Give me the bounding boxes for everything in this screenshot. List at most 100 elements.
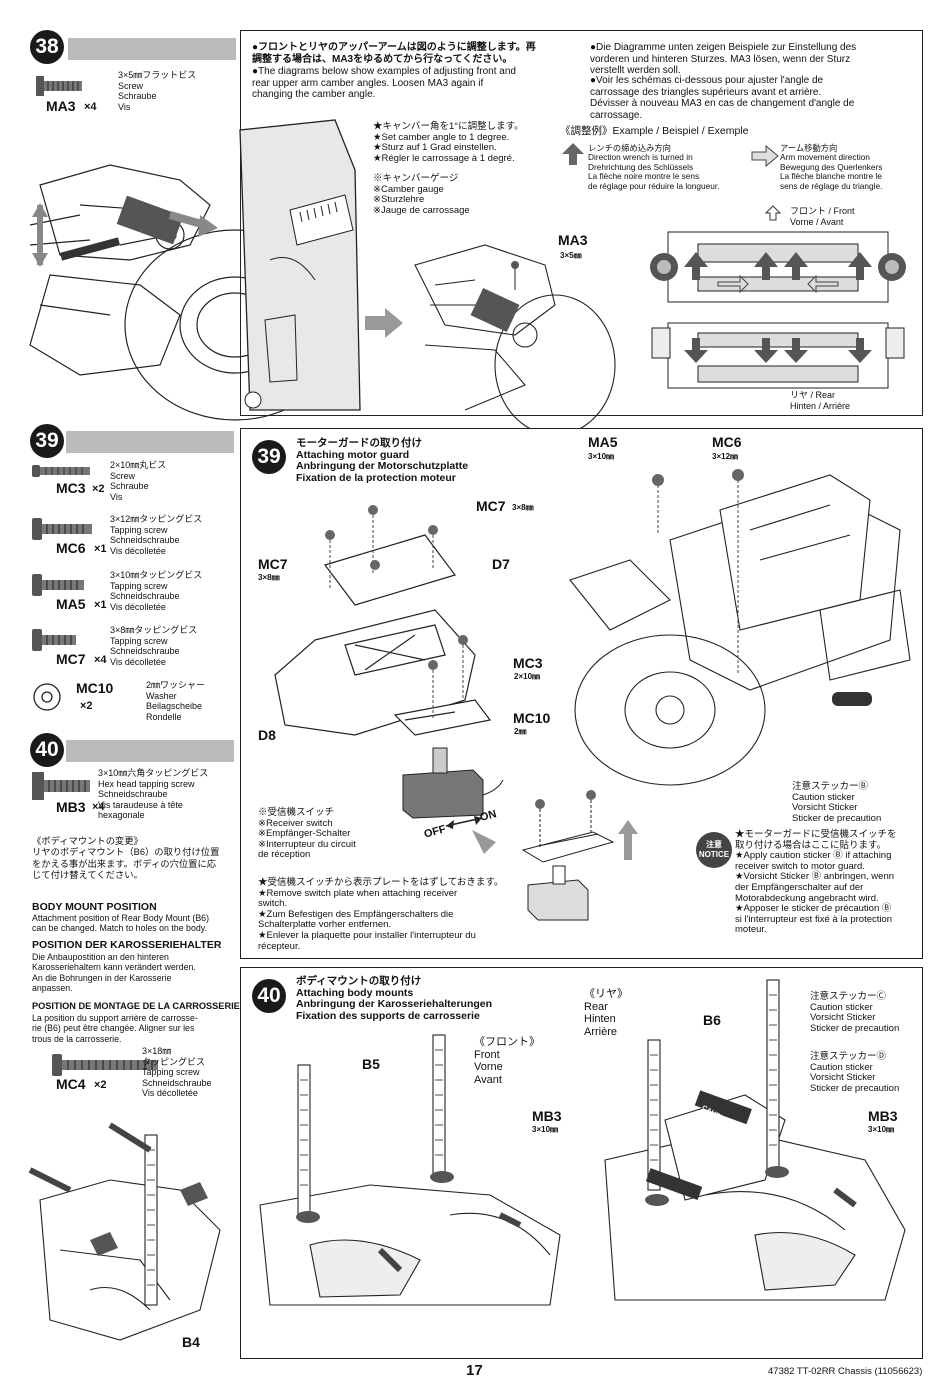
mc3-callout-size: 2×10㎜ bbox=[514, 672, 541, 681]
mc7-callout-a: MC7 bbox=[476, 498, 506, 514]
b4-callout: B4 bbox=[182, 1334, 200, 1350]
step-39-header-bar bbox=[66, 431, 234, 453]
notice-sticker-note: ★モーターガードに受信機スイッチを 取り付ける場合はここに貼ります。 ★Appl… bbox=[735, 829, 897, 936]
black-arrow-icon bbox=[562, 143, 584, 165]
part-qty: ×4 bbox=[92, 801, 105, 813]
body-mount-en: Attachment position of Rear Body Mount (… bbox=[32, 913, 210, 934]
step-38-arrow-icon bbox=[365, 308, 403, 338]
part-desc: 3×10㎜六角タッピングビス Hex head tapping screw Sc… bbox=[98, 768, 209, 820]
part-mc7: MC7 ×4 3×8㎜タッピングビス Tapping screw Schneid… bbox=[30, 625, 235, 673]
example-title: 《調整例》Example / Beispiel / Exemple bbox=[560, 125, 749, 137]
part-desc: 3×12㎜タッピングビス Tapping screw Schneidschrau… bbox=[110, 514, 203, 556]
step-39-small-badge: 39 bbox=[30, 424, 64, 458]
step-39-badge: 39 bbox=[252, 440, 286, 474]
part-code: MC10 bbox=[76, 680, 114, 696]
motor-guard-chassis-illustration bbox=[569, 469, 911, 786]
receiver-switch-illustration bbox=[402, 747, 504, 819]
ma3-callout: MA3 bbox=[558, 232, 588, 248]
mb3-callout-a-size: 3×10㎜ bbox=[532, 1125, 559, 1134]
wrench-direction-note: レンチの締め込み方向 Direction wrench is turned in… bbox=[588, 143, 720, 191]
part-mb3: MB3 ×4 3×10㎜六角タッピングビス Hex head tapping s… bbox=[30, 768, 235, 826]
motor-guard-exploded-illustration bbox=[274, 505, 492, 736]
tapping-screw-icon bbox=[52, 1054, 158, 1076]
camber-gauge-note: ※キャンバーゲージ ※Camber gauge ※Sturzlehre ※Jau… bbox=[373, 173, 470, 216]
front-heading: 《フロント》 Front Vorne Avant bbox=[474, 1036, 540, 1086]
tapping-screw-icon bbox=[32, 518, 92, 540]
on-off-arrow-icon bbox=[445, 816, 483, 829]
step-39-title: モーターガードの取り付け Attaching motor guard Anbri… bbox=[296, 437, 469, 484]
step-40-small-badge: 40 bbox=[30, 733, 64, 767]
step-40-title: ボディマウントの取り付け Attaching body mounts Anbri… bbox=[296, 975, 493, 1022]
rear-body-mount-illustration bbox=[604, 979, 906, 1301]
step-38-en-text: ●The diagrams below show examples of adj… bbox=[252, 66, 516, 100]
ma5-callout: MA5 bbox=[588, 434, 618, 450]
body-mount-fr: La position du support arrière de carros… bbox=[32, 1013, 198, 1044]
ma3-callout-size: 3×5㎜ bbox=[560, 251, 582, 260]
step-38-de-text: ●Die Diagramme unten zeigen Beispiele zu… bbox=[590, 42, 857, 76]
arm-direction-note: アーム移動方向 Arm movement direction Bewegung … bbox=[780, 143, 883, 191]
switch-mount-arrow-icon bbox=[472, 830, 512, 870]
round-screw-icon bbox=[32, 465, 90, 477]
tapping-screw-icon bbox=[32, 629, 76, 651]
b5-callout: B5 bbox=[362, 1056, 380, 1072]
part-qty: ×2 bbox=[80, 700, 93, 712]
switch-plate-note: ★受信機スイッチから表示プレートをはずしておきます。 ★Remove switc… bbox=[258, 877, 504, 952]
mc6-callout: MC6 bbox=[712, 434, 742, 450]
body-mount-en-title: BODY MOUNT POSITION bbox=[32, 901, 157, 913]
b6-callout: B6 bbox=[703, 1012, 721, 1028]
part-desc: 3×5㎜フラットビス Screw Schraube Vis bbox=[118, 70, 197, 112]
part-mc3: MC3 ×2 2×10㎜丸ビス Screw Schraube Vis bbox=[30, 460, 235, 508]
part-code: MC6 bbox=[56, 540, 86, 556]
front-label: フロント / Front Vorne / Avant bbox=[790, 206, 855, 227]
mc10-callout: MC10 bbox=[513, 710, 551, 726]
switch-plate-illustration bbox=[521, 790, 615, 921]
receiver-switch-note: ※受信機スイッチ ※Receiver switch ※Empfänger-Sch… bbox=[258, 807, 356, 861]
part-desc: 2㎜ワッシャー Washer Beilagscheibe Rondelle bbox=[146, 680, 206, 722]
part-qty: ×4 bbox=[84, 101, 97, 113]
mc6-callout-size: 3×12㎜ bbox=[712, 452, 739, 461]
part-qty: ×2 bbox=[94, 1079, 107, 1091]
part-ma3: MA3 ×4 3×5㎜フラットビス Screw Schraube Vis bbox=[30, 70, 230, 120]
part-code: MC7 bbox=[56, 651, 86, 667]
notice-badge: 注意 NOTICE bbox=[696, 832, 732, 868]
part-qty: ×2 bbox=[92, 483, 105, 495]
mb3-callout-a: MB3 bbox=[532, 1108, 562, 1124]
part-qty: ×1 bbox=[94, 599, 107, 611]
step-38-detail-illustration bbox=[414, 244, 616, 436]
ma5-callout-size: 3×10㎜ bbox=[588, 452, 615, 461]
part-mc4: MC4 ×2 3×18㎜ タッピングビス Tapping screw Schne… bbox=[30, 1046, 235, 1102]
camber-note: ★キャンバー角を1°に調整します。 ★Set camber angle to 1… bbox=[373, 121, 524, 164]
d8-callout: D8 bbox=[258, 727, 276, 743]
part-qty: ×1 bbox=[94, 543, 107, 555]
front-body-mount-illustration bbox=[259, 1034, 561, 1306]
part-qty: ×4 bbox=[94, 654, 107, 666]
mc3-callout: MC3 bbox=[513, 655, 543, 671]
rear-heading: 《リヤ》 Rear Hinten Arrière bbox=[584, 988, 628, 1038]
part-desc: 2×10㎜丸ビス Screw Schraube Vis bbox=[110, 460, 167, 502]
body-mount-fr-title: POSITION DE MONTAGE DE LA CARROSSERIE bbox=[32, 1001, 240, 1011]
hex-tapping-screw-icon bbox=[32, 772, 90, 800]
mc7-callout-b: MC7 bbox=[258, 556, 288, 572]
body-mount-de: Die Anbaupostition an den hinteren Karos… bbox=[32, 952, 196, 994]
washer-icon bbox=[33, 683, 61, 711]
mc10-callout-size: 2㎜ bbox=[514, 727, 527, 736]
part-mc6: MC6 ×1 3×12㎜タッピングビス Tapping screw Schnei… bbox=[30, 514, 235, 562]
rear-arm-diagram bbox=[651, 322, 905, 389]
part-ma5: MA5 ×1 3×10㎜タッピングビス Tapping screw Schnei… bbox=[30, 570, 235, 618]
white-arrow-icon bbox=[751, 144, 779, 168]
caution-sticker-d: 注意ステッカーⒹ Caution sticker Vorsicht Sticke… bbox=[810, 1051, 900, 1094]
step-38-header-bar bbox=[68, 38, 236, 60]
front-direction-arrow-icon bbox=[764, 205, 782, 221]
part-code: MB3 bbox=[56, 799, 86, 815]
part-mc10: MC10 ×2 2㎜ワッシャー Washer Beilagscheibe Ron… bbox=[30, 680, 235, 728]
caution-sticker-c: 注意ステッカーⒸ Caution sticker Vorsicht Sticke… bbox=[810, 991, 900, 1034]
product-code: 47382 TT-02RR Chassis (11056623) bbox=[768, 1366, 923, 1377]
mb3-callout-b-size: 3×10㎜ bbox=[868, 1125, 895, 1134]
tapping-screw-icon bbox=[32, 574, 84, 596]
part-desc: 3×10㎜タッピングビス Tapping screw Schneidschrau… bbox=[110, 570, 203, 612]
mc7-callout-a-size: 3×8㎜ bbox=[512, 503, 534, 512]
step-40-badge: 40 bbox=[252, 979, 286, 1013]
part-code: MC4 bbox=[56, 1076, 86, 1092]
step-38-fr-text: ●Voir les schémas ci-dessous pour ajuste… bbox=[590, 75, 855, 121]
page-number: 17 bbox=[466, 1362, 483, 1379]
